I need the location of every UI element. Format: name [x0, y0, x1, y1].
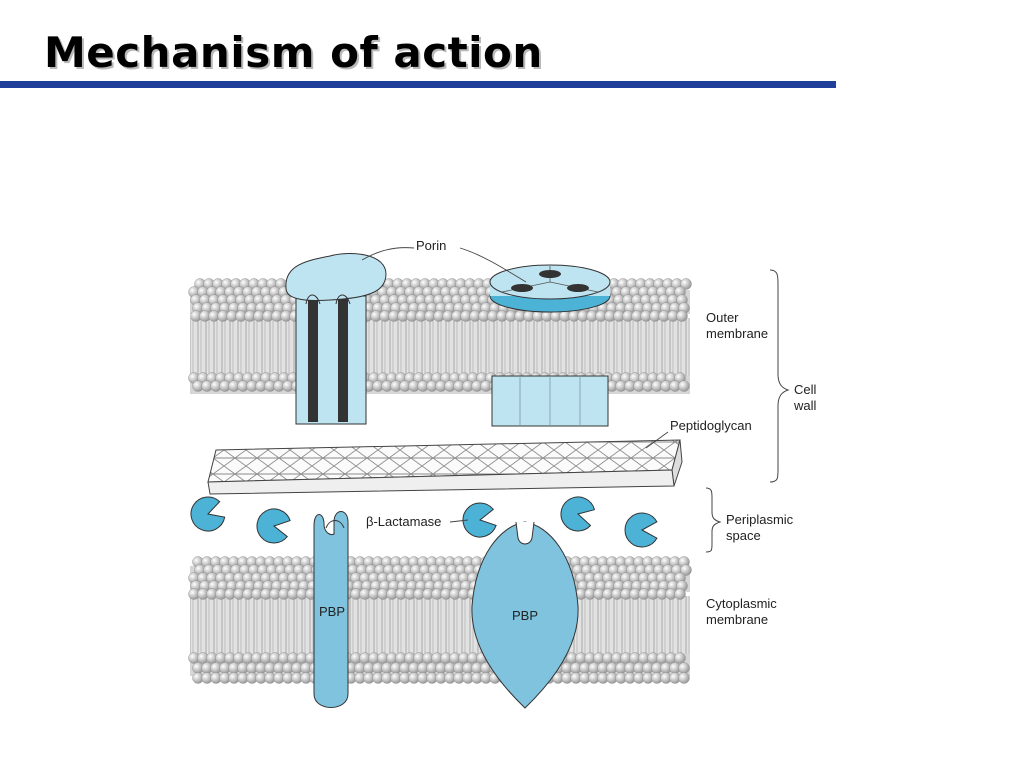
periplasmic-brace [705, 487, 722, 553]
outer-membrane-label: Outer membrane [706, 310, 768, 341]
pbp-label-left: PBP [319, 604, 345, 619]
pbp-lens-protein [471, 521, 579, 709]
cytoplasmic-membrane-bilayer [188, 556, 692, 684]
outer-membrane-bilayer [188, 278, 692, 394]
pbp-rod-protein [313, 511, 349, 708]
lipid-head [678, 662, 690, 674]
beta-lactamase-enzyme [560, 496, 596, 532]
porin-label: Porin [416, 238, 446, 253]
beta-lactamase-label: β-Lactamase [366, 514, 441, 529]
lipid-head [678, 672, 690, 684]
slide-title: Mechanism of action [44, 28, 543, 77]
cell-envelope-diagram: Porin Outer membrane Cell wall Peptidogl… [188, 238, 820, 709]
beta-lactamase-enzymes [190, 496, 658, 548]
cell-wall-brace [769, 269, 790, 483]
lipid-head [680, 564, 692, 576]
porin-channel [285, 253, 387, 425]
peptidoglycan-label: Peptidoglycan [670, 418, 752, 433]
cell-wall-label: Cell wall [793, 382, 820, 413]
beta-lactamase-enzyme [190, 496, 226, 532]
beta-lactamase-enzyme [624, 512, 658, 548]
lipid-head [680, 278, 692, 290]
periplasmic-space-label: Periplasmic space [726, 512, 797, 543]
porin-leader-left [361, 247, 415, 261]
pbp-label-right: PBP [512, 608, 538, 623]
porin-leader-right [459, 247, 527, 283]
title-underline [0, 81, 836, 88]
lipid-head [678, 380, 690, 392]
beta-lactamase-leader [449, 519, 469, 523]
lipid-head [674, 652, 686, 664]
beta-lactamase-enzyme [462, 502, 497, 538]
peptidoglycan-leader [645, 431, 669, 449]
lipid-head [674, 588, 686, 600]
peptidoglycan-layer [207, 439, 683, 495]
beta-lactamase-enzyme [256, 508, 291, 544]
porin-trimer [489, 264, 611, 427]
lipid-head [676, 310, 688, 322]
cytoplasmic-membrane-label: Cytoplasmic membrane [706, 596, 780, 627]
